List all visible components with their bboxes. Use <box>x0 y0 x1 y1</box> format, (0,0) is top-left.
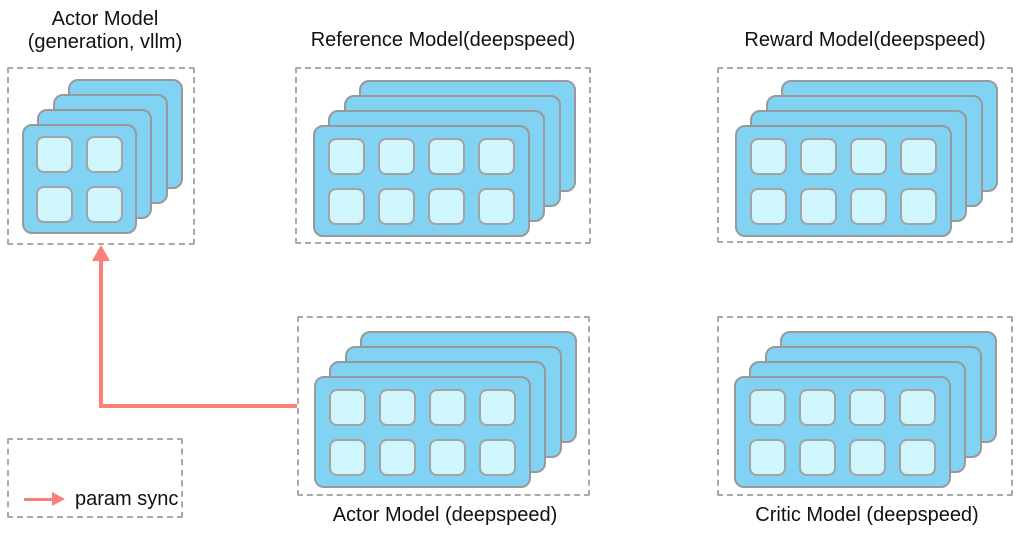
param-sync-arrow-vertical <box>99 259 103 408</box>
actor-generation-box <box>7 67 195 245</box>
gpu-square <box>750 187 787 225</box>
gpu-square <box>479 438 516 476</box>
reference-box <box>295 67 591 244</box>
critic-box <box>717 316 1013 496</box>
gpu-node-card-front <box>734 376 951 488</box>
param-sync-arrow-horizontal <box>99 404 297 408</box>
gpu-square <box>849 438 886 476</box>
gpu-square <box>899 388 936 426</box>
gpu-square <box>379 388 416 426</box>
gpu-square <box>900 137 937 175</box>
gpu-square <box>799 388 836 426</box>
actor-generation-title-line1: Actor Model <box>51 8 159 30</box>
gpu-square <box>86 185 123 223</box>
gpu-square <box>429 438 466 476</box>
actor-generation-title-line2: (generation, vllm) <box>27 31 183 53</box>
gpu-square <box>900 187 937 225</box>
legend-param-sync: param sync <box>24 485 178 513</box>
critic-caption: Critic Model (deepspeed) <box>755 504 979 526</box>
gpu-square <box>329 438 366 476</box>
gpu-square <box>86 135 123 173</box>
gpu-square <box>750 137 787 175</box>
gpu-square <box>799 438 836 476</box>
gpu-square <box>328 187 365 225</box>
gpu-square <box>36 135 73 173</box>
gpu-square <box>429 388 466 426</box>
reference-title: Reference Model(deepspeed) <box>310 29 576 51</box>
reward-title: Reward Model(deepspeed) <box>744 29 986 51</box>
param-sync-arrowhead-icon <box>92 245 110 261</box>
gpu-node-card-front <box>22 124 137 234</box>
gpu-square <box>800 137 837 175</box>
gpu-square <box>850 137 887 175</box>
gpu-square <box>328 137 365 175</box>
gpu-node-card-front <box>735 125 952 237</box>
gpu-square <box>428 137 465 175</box>
gpu-square <box>749 438 786 476</box>
gpu-square <box>849 388 886 426</box>
gpu-square <box>800 187 837 225</box>
gpu-square <box>36 185 73 223</box>
legend-label: param sync <box>75 487 179 510</box>
gpu-square <box>329 388 366 426</box>
legend-box: param sync <box>7 438 183 518</box>
gpu-square <box>479 388 516 426</box>
arrow-head-icon <box>52 492 65 506</box>
gpu-square <box>428 187 465 225</box>
actor-training-caption: Actor Model (deepspeed) <box>332 504 558 526</box>
gpu-square <box>850 187 887 225</box>
reward-box <box>717 67 1013 243</box>
gpu-node-card-front <box>314 376 531 488</box>
param-sync-arrow-icon <box>24 492 66 506</box>
arrow-shaft <box>24 497 53 501</box>
gpu-square <box>478 137 515 175</box>
gpu-square <box>378 137 415 175</box>
gpu-square <box>749 388 786 426</box>
gpu-square <box>478 187 515 225</box>
gpu-node-card-front <box>313 125 530 237</box>
gpu-square <box>899 438 936 476</box>
gpu-square <box>379 438 416 476</box>
actor-generation-title: Actor Model (generation, vllm) <box>0 8 210 54</box>
actor-training-box <box>297 316 590 496</box>
gpu-square <box>378 187 415 225</box>
